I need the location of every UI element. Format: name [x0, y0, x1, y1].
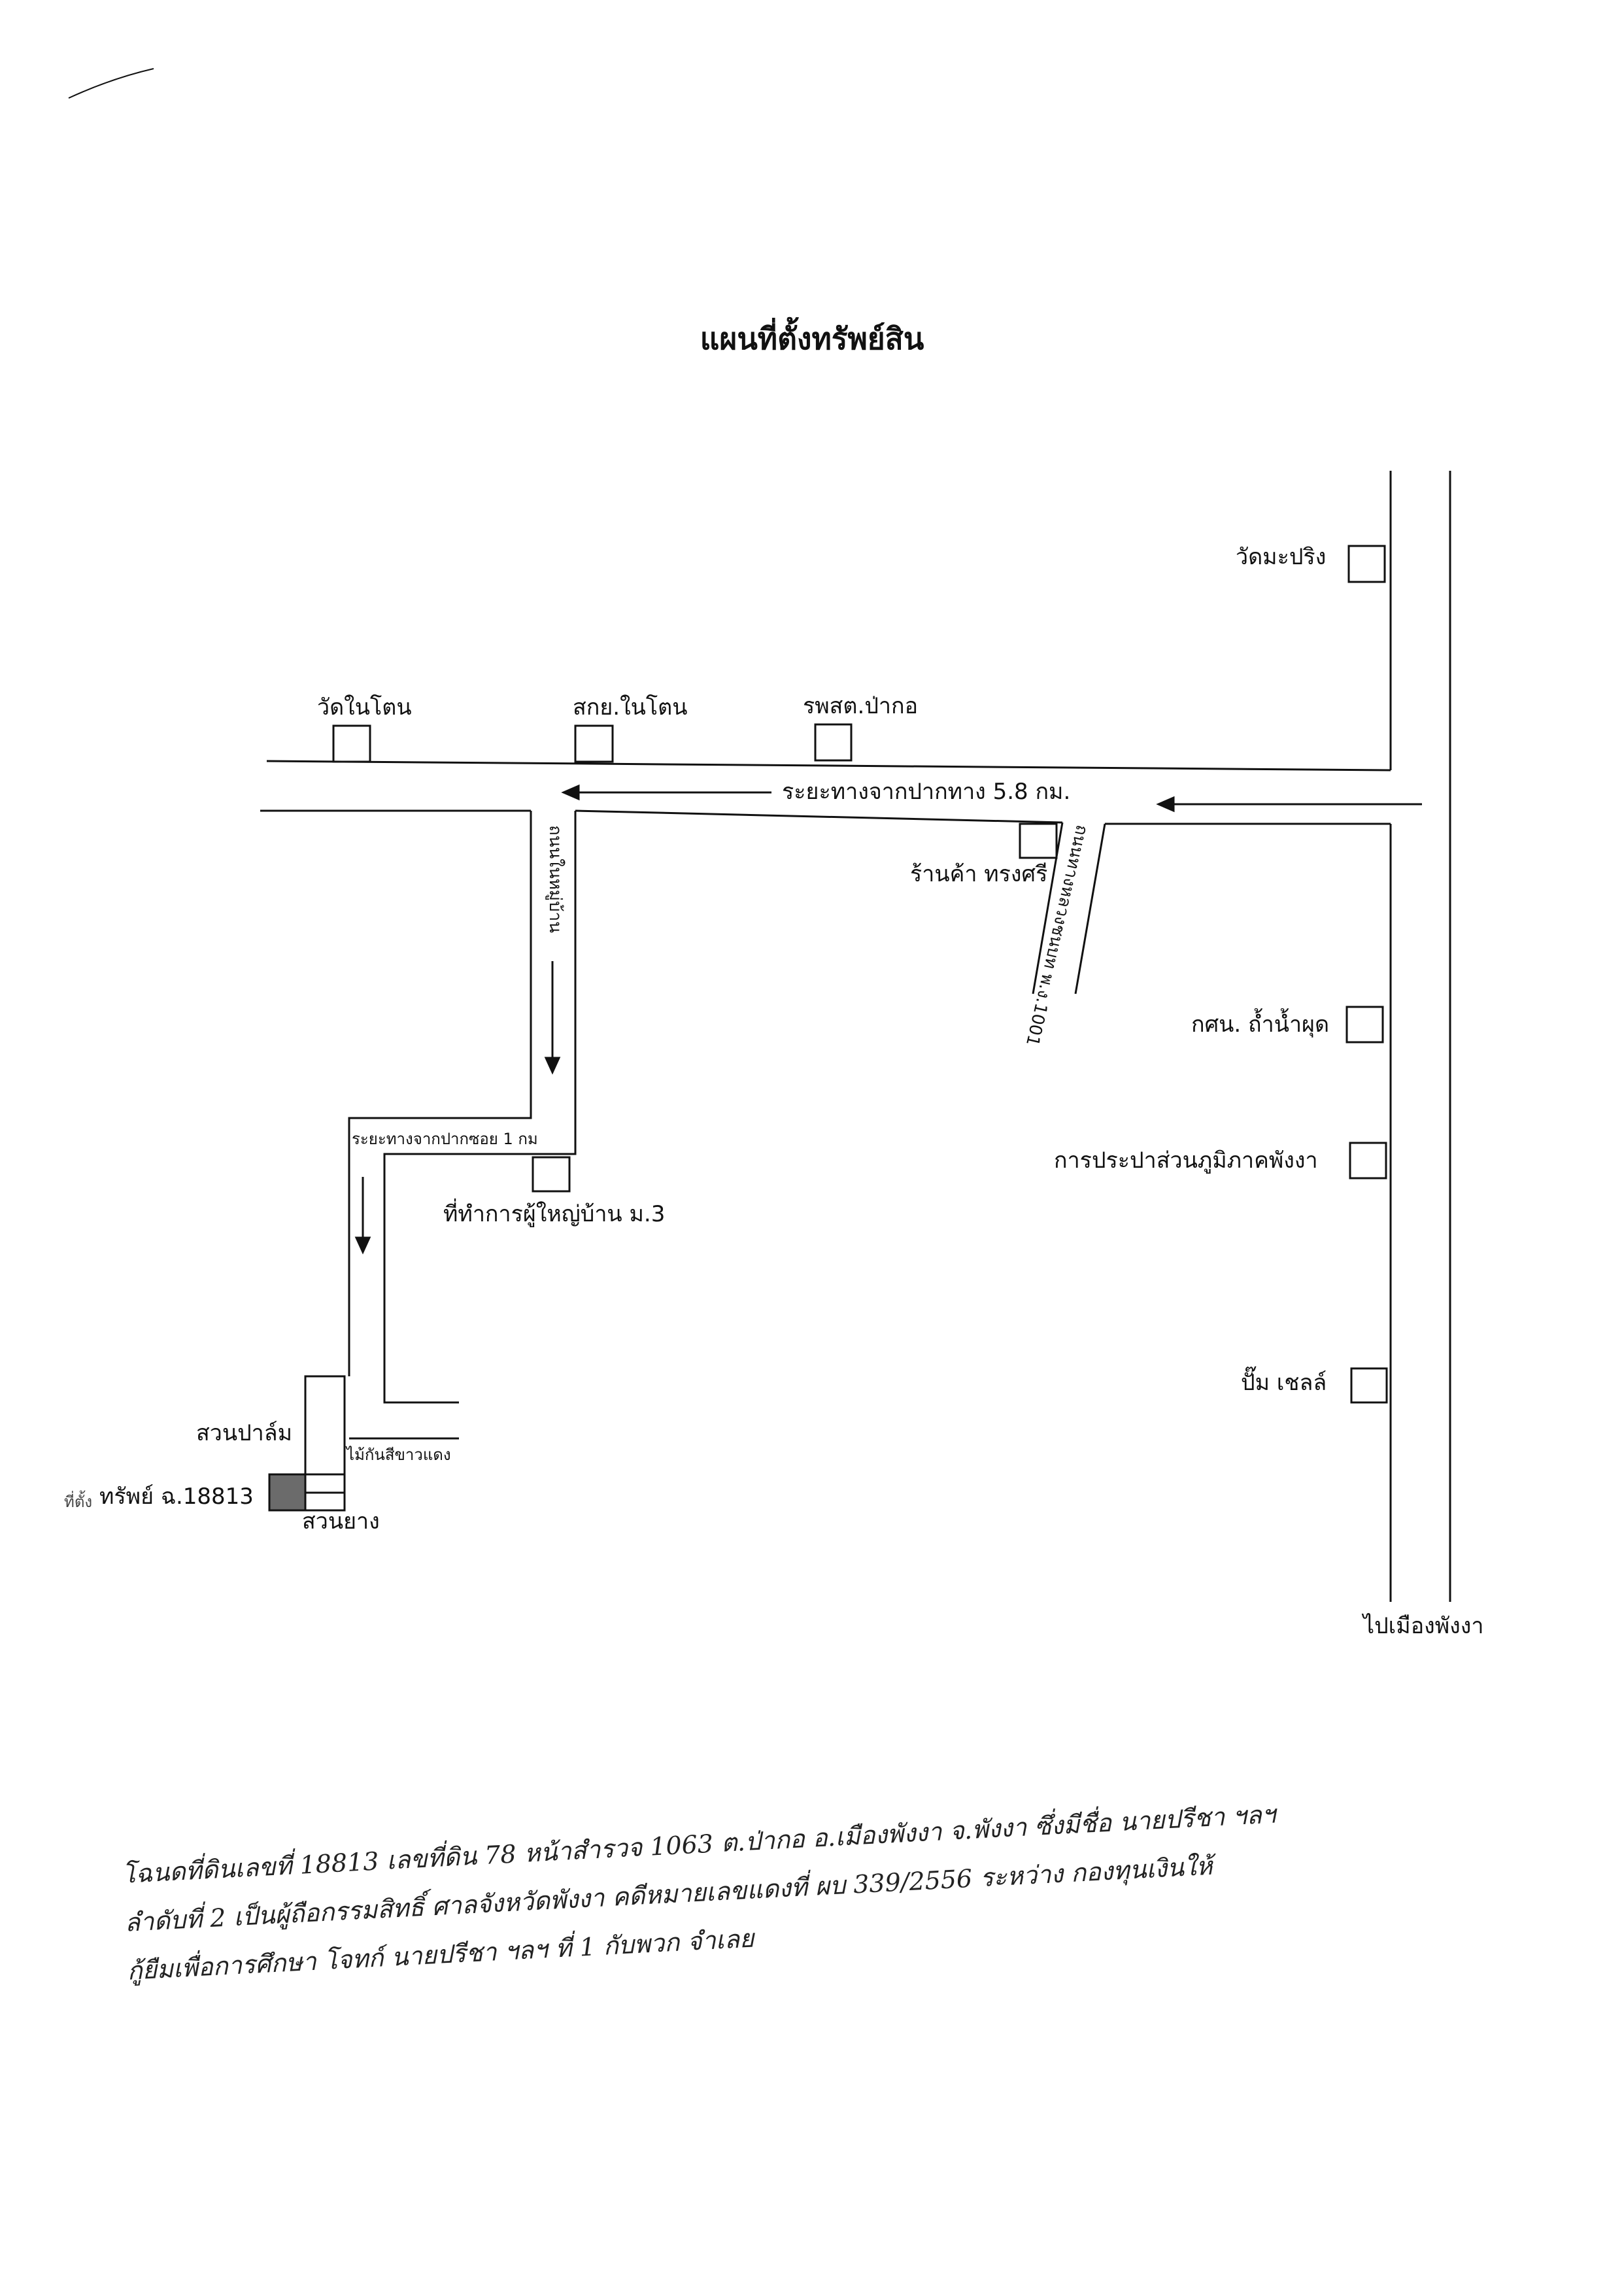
arrow-horizontal-head: [561, 784, 580, 801]
plot-palm-garden: [304, 1375, 346, 1476]
page-title: แผนที่ตั้งทรัพย์สิน: [700, 321, 924, 356]
label-skoy-naiton: สกย.ในโตน: [573, 694, 688, 721]
label-main-distance: ระยะทางจากปากทาง 5.8 กม.: [782, 779, 1071, 805]
label-property: ทรัพย์ ฉ.18813: [99, 1484, 254, 1510]
road-horizontal-top-edge: [266, 760, 1391, 772]
label-pump-shell: ปั๊ม เชลล์: [1241, 1370, 1327, 1396]
label-soi-distance: ระยะทางจากปากซอย 1 กม: [352, 1130, 538, 1148]
label-rpst-pakko: รพสต.ป่ากอ: [803, 693, 918, 719]
label-water-authority: การประปาส่วนภูมิภาคพังงา: [1054, 1147, 1318, 1174]
box-skoy-naiton: [574, 724, 614, 763]
box-wat-naiton: [332, 724, 371, 763]
rural-road-right-edge: [1074, 823, 1106, 994]
label-property-prefix: ที่ตั้ง: [64, 1493, 93, 1511]
box-shop-songsri: [1019, 823, 1058, 859]
label-shop-songsri: ร้านค้า ทรงศรี: [910, 861, 1048, 887]
box-pump-shell: [1350, 1367, 1388, 1404]
label-palm-garden: สวนปาล์ม: [196, 1420, 293, 1446]
village-road-left-edge: [348, 811, 532, 1376]
arrow-main-head: [1156, 796, 1175, 813]
box-wat-maprang: [1347, 545, 1386, 583]
label-rubber-garden: สวนยาง: [302, 1508, 380, 1535]
label-wat-maprang: วัดมะปริง: [1236, 544, 1327, 570]
box-water-authority: [1349, 1142, 1387, 1179]
label-ksn: กศน. ถ้ำน้ำผุด: [1191, 1011, 1330, 1038]
arrow-soi-head: [354, 1236, 371, 1255]
label-village-road: ถนนในหมู่บ้าน: [545, 825, 565, 933]
arrow-village-head: [544, 1057, 561, 1075]
village-road-right-edge: [383, 811, 577, 1404]
scan-mark: [68, 68, 154, 99]
label-to-phangnga: ไปเมืองพังงา: [1363, 1613, 1484, 1639]
box-ksn: [1345, 1006, 1384, 1044]
plot-property-marker: [268, 1473, 307, 1512]
label-fence: ไม้กันสีขาวแดง: [347, 1446, 451, 1464]
road-horizontal-bottom-edge-right: [575, 809, 1063, 824]
box-rpst-pakko: [814, 723, 853, 762]
label-headman-office: ที่ทำการผู้ใหญ่บ้าน ม.3: [443, 1201, 666, 1227]
box-headman-office: [532, 1156, 571, 1193]
label-wat-naiton: วัดในโตน: [317, 694, 412, 721]
